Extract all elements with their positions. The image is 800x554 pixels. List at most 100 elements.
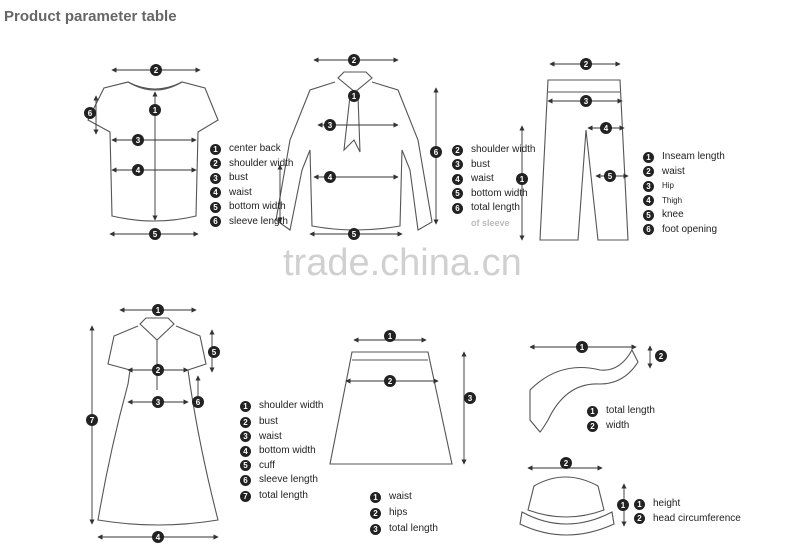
svg-text:5: 5 (608, 172, 613, 181)
svg-text:1: 1 (156, 306, 161, 315)
legend-label: foot opening (662, 223, 718, 235)
number-badge: 4 (240, 445, 251, 457)
legend-label: bottom width (259, 445, 316, 456)
svg-text:3: 3 (584, 97, 589, 106)
number-badge: 4 (210, 187, 221, 198)
legend-label: width (606, 420, 630, 431)
number-badge: 3 (210, 172, 221, 184)
pants-drawing (539, 79, 629, 241)
number-badge: 5 (643, 209, 654, 221)
legend-item: 2 bust (240, 415, 323, 430)
pants-markers: 2 3 4 5 1 (516, 58, 616, 185)
number-badge: 1 (210, 143, 221, 155)
number-badge: 7 (240, 490, 251, 502)
legend-item: 5 cuff (240, 459, 323, 474)
svg-text:2: 2 (156, 366, 161, 375)
svg-text:2: 2 (352, 56, 357, 65)
number-badge: 1 (587, 405, 598, 417)
legend-label: knee (662, 209, 684, 220)
number-badge: 4 (643, 195, 654, 206)
watermark: trade.china.cn (283, 242, 522, 284)
legend-label: cuff (259, 459, 275, 471)
svg-text:2: 2 (388, 377, 393, 386)
legend-item: 1 total length (587, 404, 655, 419)
skirt-markers: 1 2 3 (384, 330, 476, 404)
dress-drawing (97, 317, 219, 526)
legend-label: shoulder width (471, 144, 536, 155)
scarf-legend: 1 total length 2 width (587, 404, 655, 434)
legend-item: 1 height (634, 497, 741, 512)
legend-item: 6 sleeve length (240, 473, 323, 489)
dress-markers: 1 2 3 4 5 6 7 (86, 304, 220, 543)
number-badge: 4 (452, 173, 463, 185)
legend-label: bust (471, 158, 490, 170)
legend-label: total length (389, 523, 438, 534)
number-badge: 3 (370, 523, 381, 535)
svg-text:4: 4 (136, 166, 141, 175)
number-badge: 3 (643, 180, 654, 192)
legend-label: sleeve length (229, 215, 288, 227)
legend-label: hips (389, 507, 408, 518)
svg-text:2: 2 (564, 459, 569, 468)
number-badge: 1 (643, 151, 654, 163)
legend-label: total length (471, 202, 520, 213)
scarf-drawing (529, 348, 639, 433)
svg-text:1: 1 (153, 106, 158, 115)
svg-text:2: 2 (154, 66, 159, 75)
legend-item: 5 knee (643, 208, 725, 223)
svg-text:2: 2 (659, 352, 664, 361)
number-badge: 5 (240, 460, 251, 471)
number-badge: 2 (240, 416, 251, 428)
legend-label: waist (471, 173, 494, 184)
number-badge: 1 (370, 491, 381, 503)
legend-label: bottom width (229, 201, 286, 212)
legend-item: 2 shoulder width (210, 157, 293, 172)
svg-text:5: 5 (153, 230, 158, 239)
legend-label: bust (259, 416, 278, 427)
number-badge: 3 (452, 159, 463, 170)
number-badge: 2 (210, 158, 221, 169)
svg-text:1: 1 (352, 92, 357, 101)
number-badge: 6 (210, 216, 221, 227)
legend-item: 3 bust (452, 158, 535, 173)
svg-text:2: 2 (584, 60, 589, 69)
legend-label: head circumference (653, 512, 741, 524)
legend-label: shoulder width (229, 157, 294, 169)
legend-label: Inseam length (662, 151, 725, 162)
svg-text:3: 3 (156, 398, 161, 407)
tshirt-drawing (87, 81, 219, 222)
legend-item: 4 waist (452, 172, 535, 187)
svg-text:4: 4 (604, 124, 609, 133)
legend-label: sleeve length (259, 474, 318, 485)
sleeve-note: of sleeve (471, 218, 510, 228)
legend-item: 6 sleeve length (210, 215, 293, 230)
hat-drawing (519, 476, 615, 536)
svg-text:1: 1 (520, 175, 525, 184)
svg-text:3: 3 (468, 394, 473, 403)
svg-text:4: 4 (328, 173, 333, 182)
legend-label: total length (606, 405, 655, 416)
legend-label: height (653, 498, 681, 509)
shirt-markers: 2 3 4 5 6 1 (324, 54, 442, 240)
svg-text:6: 6 (196, 398, 201, 407)
page-title: Product parameter table (4, 8, 177, 25)
number-badge: 1 (634, 498, 645, 510)
hat-markers: 2 1 (560, 457, 629, 511)
number-badge: 2 (587, 420, 598, 432)
number-badge: 6 (240, 474, 251, 486)
legend-label: waist (259, 430, 282, 442)
